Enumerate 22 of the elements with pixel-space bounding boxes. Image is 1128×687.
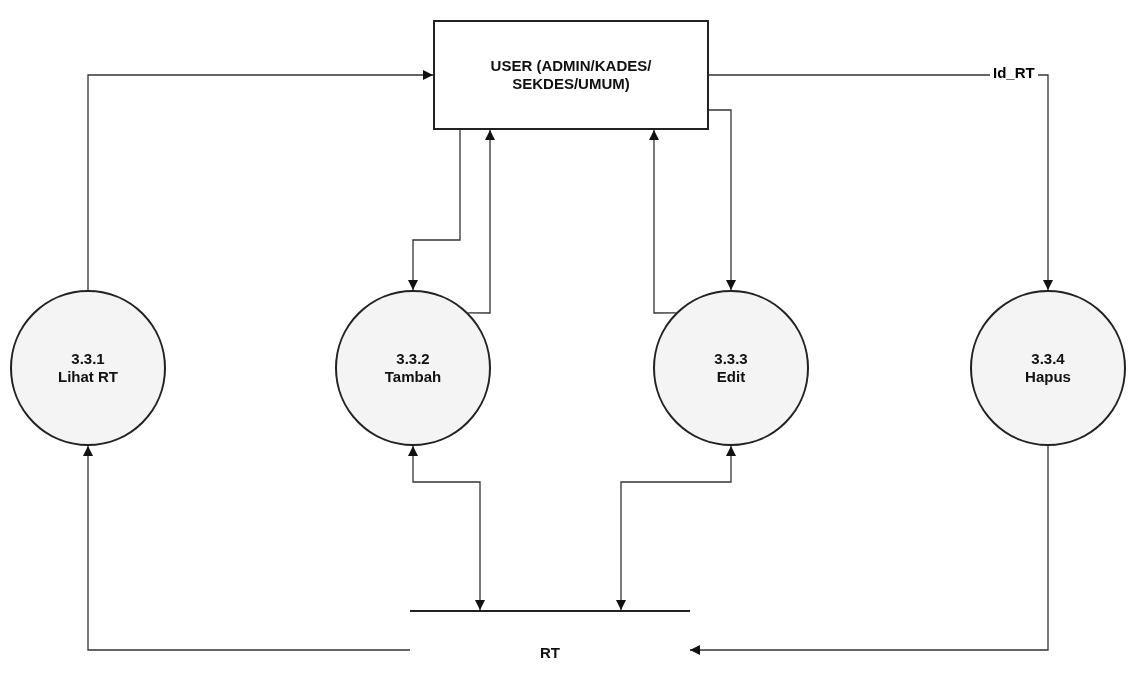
entity-name: USER (ADMIN/KADES/ SEKDES/UMUM) [489, 57, 653, 93]
arrow [689, 445, 1049, 656]
arrow [708, 74, 1054, 291]
process-name: Edit [716, 368, 746, 386]
edge-label: Id_RT [990, 64, 1038, 81]
process-name: Lihat RT [58, 368, 118, 386]
arrow [82, 445, 411, 651]
external-entity-box [433, 20, 709, 130]
process-number: 3.3.4 [1031, 350, 1065, 368]
arrow [87, 69, 434, 291]
arrow [407, 445, 486, 611]
arrow [708, 109, 737, 291]
process-number: 3.3.3 [714, 350, 748, 368]
process-name: Tambah [384, 368, 442, 386]
process-number: 3.3.1 [71, 350, 105, 368]
arrow [467, 129, 496, 314]
arrow [615, 445, 737, 611]
store-name: RT [540, 644, 560, 662]
process-name: Hapus [1025, 368, 1071, 386]
process-number: 3.3.2 [396, 350, 430, 368]
arrow [407, 129, 461, 291]
arrow [648, 129, 677, 314]
